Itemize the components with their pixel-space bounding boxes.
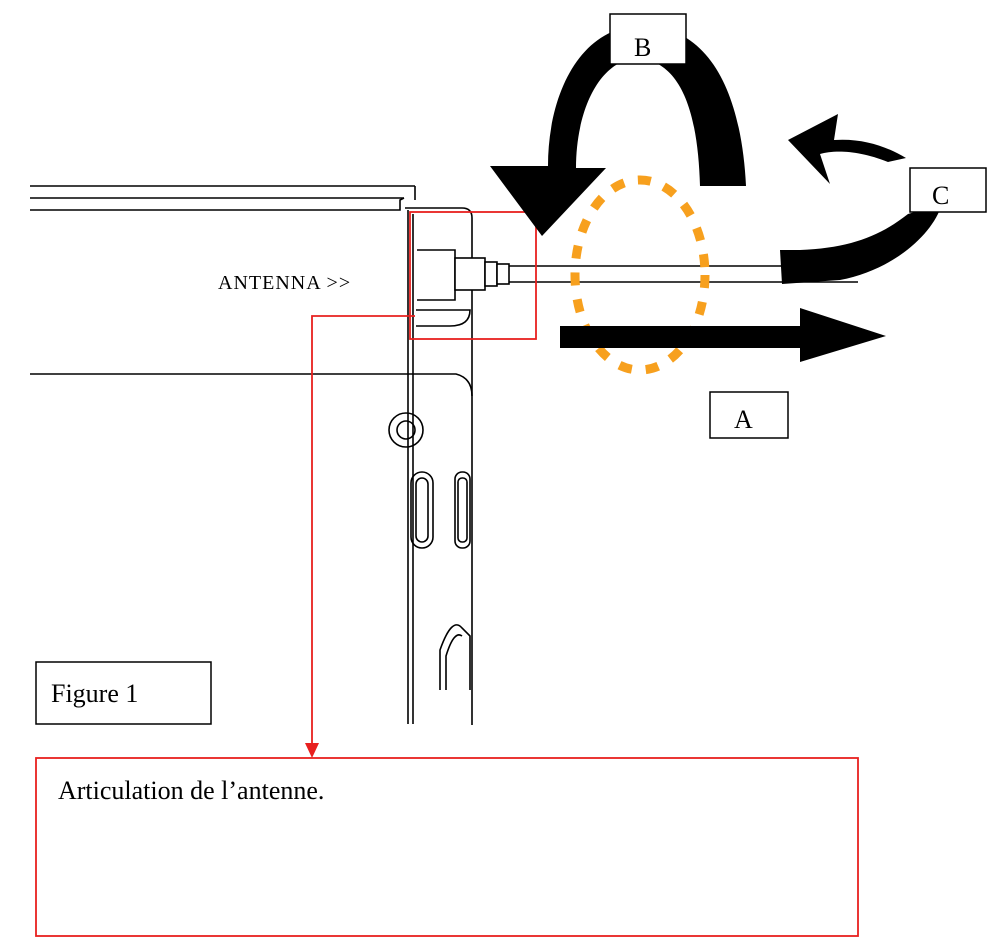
- callout-a-label: A: [734, 405, 753, 434]
- device-outline: [30, 185, 473, 725]
- callout-leader-arrowhead: [305, 743, 319, 758]
- callout-c: C: [909, 167, 987, 213]
- callout-a: A: [709, 391, 789, 439]
- connector-highlight-box: [409, 211, 537, 340]
- callout-b-label: B: [634, 33, 651, 62]
- arrow-a-pull-out: [560, 308, 886, 362]
- antenna-connector: [416, 249, 510, 327]
- antenna-port-label: ANTENNA >>: [218, 272, 351, 294]
- description-text: Articulation de l’antenne.: [58, 776, 324, 805]
- arrow-c-rotate: [780, 114, 942, 284]
- arrow-b-fold-down: [490, 25, 746, 236]
- figure-caption-text: Figure 1: [51, 679, 138, 708]
- description-box: Articulation de l’antenne.: [35, 757, 859, 937]
- callout-c-label: C: [932, 181, 949, 210]
- figure-caption: Figure 1: [35, 661, 212, 725]
- callout-b: B: [609, 13, 687, 65]
- pivot-ring: [570, 175, 710, 375]
- callout-leader-line: [311, 315, 415, 744]
